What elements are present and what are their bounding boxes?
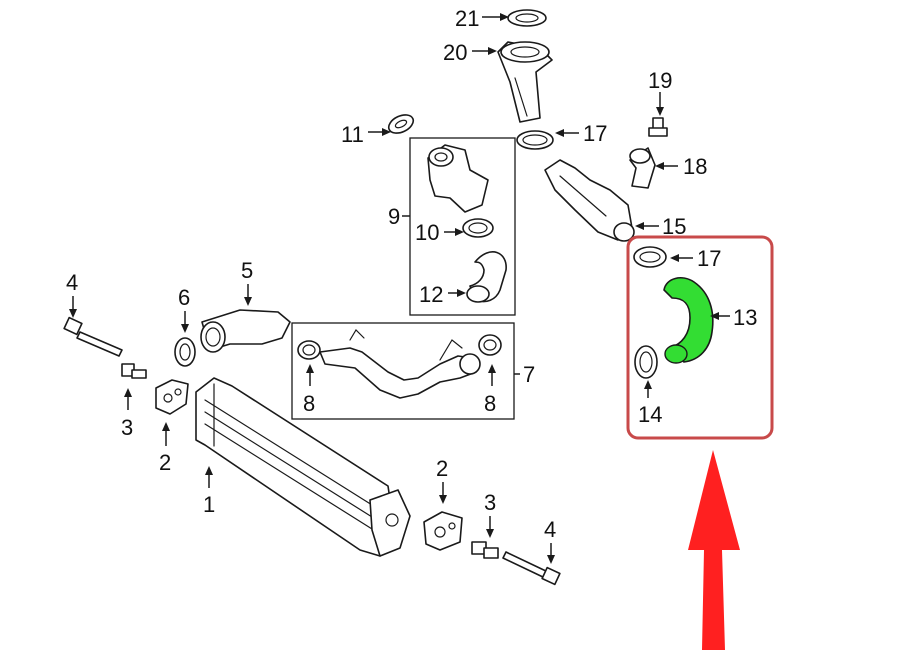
callout-2-left: 2 — [159, 422, 171, 475]
callout-17-upper: 17 — [555, 121, 607, 146]
callout-9: 9 — [388, 204, 410, 229]
part-7-pipe — [319, 329, 481, 399]
svg-text:5: 5 — [241, 258, 253, 283]
part-8-clamp-right — [478, 334, 502, 356]
svg-text:3: 3 — [484, 490, 496, 515]
svg-text:12: 12 — [419, 282, 443, 307]
svg-text:20: 20 — [443, 40, 467, 65]
pointer-arrow — [688, 450, 740, 650]
part-3-bolt-right — [471, 541, 499, 559]
callout-21: 21 — [455, 6, 509, 31]
svg-text:2: 2 — [159, 450, 171, 475]
part-21-gasket — [507, 9, 547, 27]
callout-11: 11 — [341, 122, 391, 147]
svg-text:14: 14 — [638, 402, 662, 427]
callout-1: 1 — [203, 466, 215, 517]
svg-text:6: 6 — [178, 285, 190, 310]
callout-13: 13 — [710, 305, 757, 330]
part-18-elbow — [629, 147, 656, 189]
callout-6: 6 — [178, 285, 190, 333]
callout-20: 20 — [443, 40, 497, 65]
svg-text:2: 2 — [436, 456, 448, 481]
part-10-clamp — [462, 218, 494, 238]
part-4-bolt-right — [502, 551, 561, 586]
svg-text:3: 3 — [121, 415, 133, 440]
callout-4-right: 4 — [544, 517, 556, 564]
callout-15: 15 — [635, 214, 686, 239]
part-2-bracket-left — [155, 379, 189, 415]
svg-text:17: 17 — [583, 121, 607, 146]
svg-text:19: 19 — [648, 68, 672, 93]
svg-text:17: 17 — [697, 246, 721, 271]
part-3-bolt-left — [121, 363, 147, 379]
callout-12: 12 — [419, 282, 466, 307]
part-14-ring — [634, 345, 658, 379]
svg-text:21: 21 — [455, 6, 479, 31]
callout-17-lower: 17 — [670, 246, 721, 271]
callout-3-left: 3 — [121, 388, 133, 440]
callout-19: 19 — [648, 68, 672, 116]
part-8-clamp-left — [297, 340, 321, 360]
callout-2-right: 2 — [436, 456, 448, 504]
part-17-clamp-upper — [516, 130, 554, 150]
group-box-7 — [291, 322, 515, 420]
highlight-box — [626, 235, 774, 440]
part-9-throttle-housing — [427, 144, 489, 213]
callout-4-left: 4 — [66, 270, 78, 318]
part-11-gasket — [387, 114, 415, 134]
svg-text:9: 9 — [388, 204, 400, 229]
part-4-bolt-left — [63, 316, 123, 357]
part-12-hose — [466, 251, 507, 303]
svg-text:10: 10 — [415, 220, 439, 245]
svg-text:11: 11 — [341, 122, 364, 147]
svg-text:4: 4 — [544, 517, 556, 542]
part-1-intercooler — [195, 377, 411, 557]
svg-text:13: 13 — [733, 305, 757, 330]
part-6-ring — [174, 337, 196, 367]
svg-text:15: 15 — [662, 214, 686, 239]
callout-5: 5 — [241, 258, 253, 306]
part-20-tube — [497, 41, 553, 123]
callout-8-left: 8 — [303, 364, 315, 416]
callout-10: 10 — [415, 220, 464, 245]
part-17-clamp-lower — [633, 246, 667, 268]
part-19-bolt — [648, 117, 668, 137]
part-13-hose-highlighted — [663, 277, 714, 364]
callout-7: 7 — [514, 362, 535, 387]
svg-text:18: 18 — [683, 154, 707, 179]
callout-14: 14 — [638, 380, 662, 427]
svg-text:1: 1 — [203, 492, 215, 517]
callout-18: 18 — [655, 154, 707, 179]
group-box-9 — [409, 137, 516, 316]
svg-text:8: 8 — [303, 391, 315, 416]
part-5-hose — [200, 309, 291, 353]
part-15-charge-pipe — [544, 159, 635, 242]
svg-text:4: 4 — [66, 270, 78, 295]
svg-text:7: 7 — [523, 362, 535, 387]
callout-8-right: 8 — [484, 364, 496, 416]
callout-3-right: 3 — [484, 490, 496, 538]
part-2-bracket-right — [423, 511, 463, 551]
svg-text:8: 8 — [484, 391, 496, 416]
